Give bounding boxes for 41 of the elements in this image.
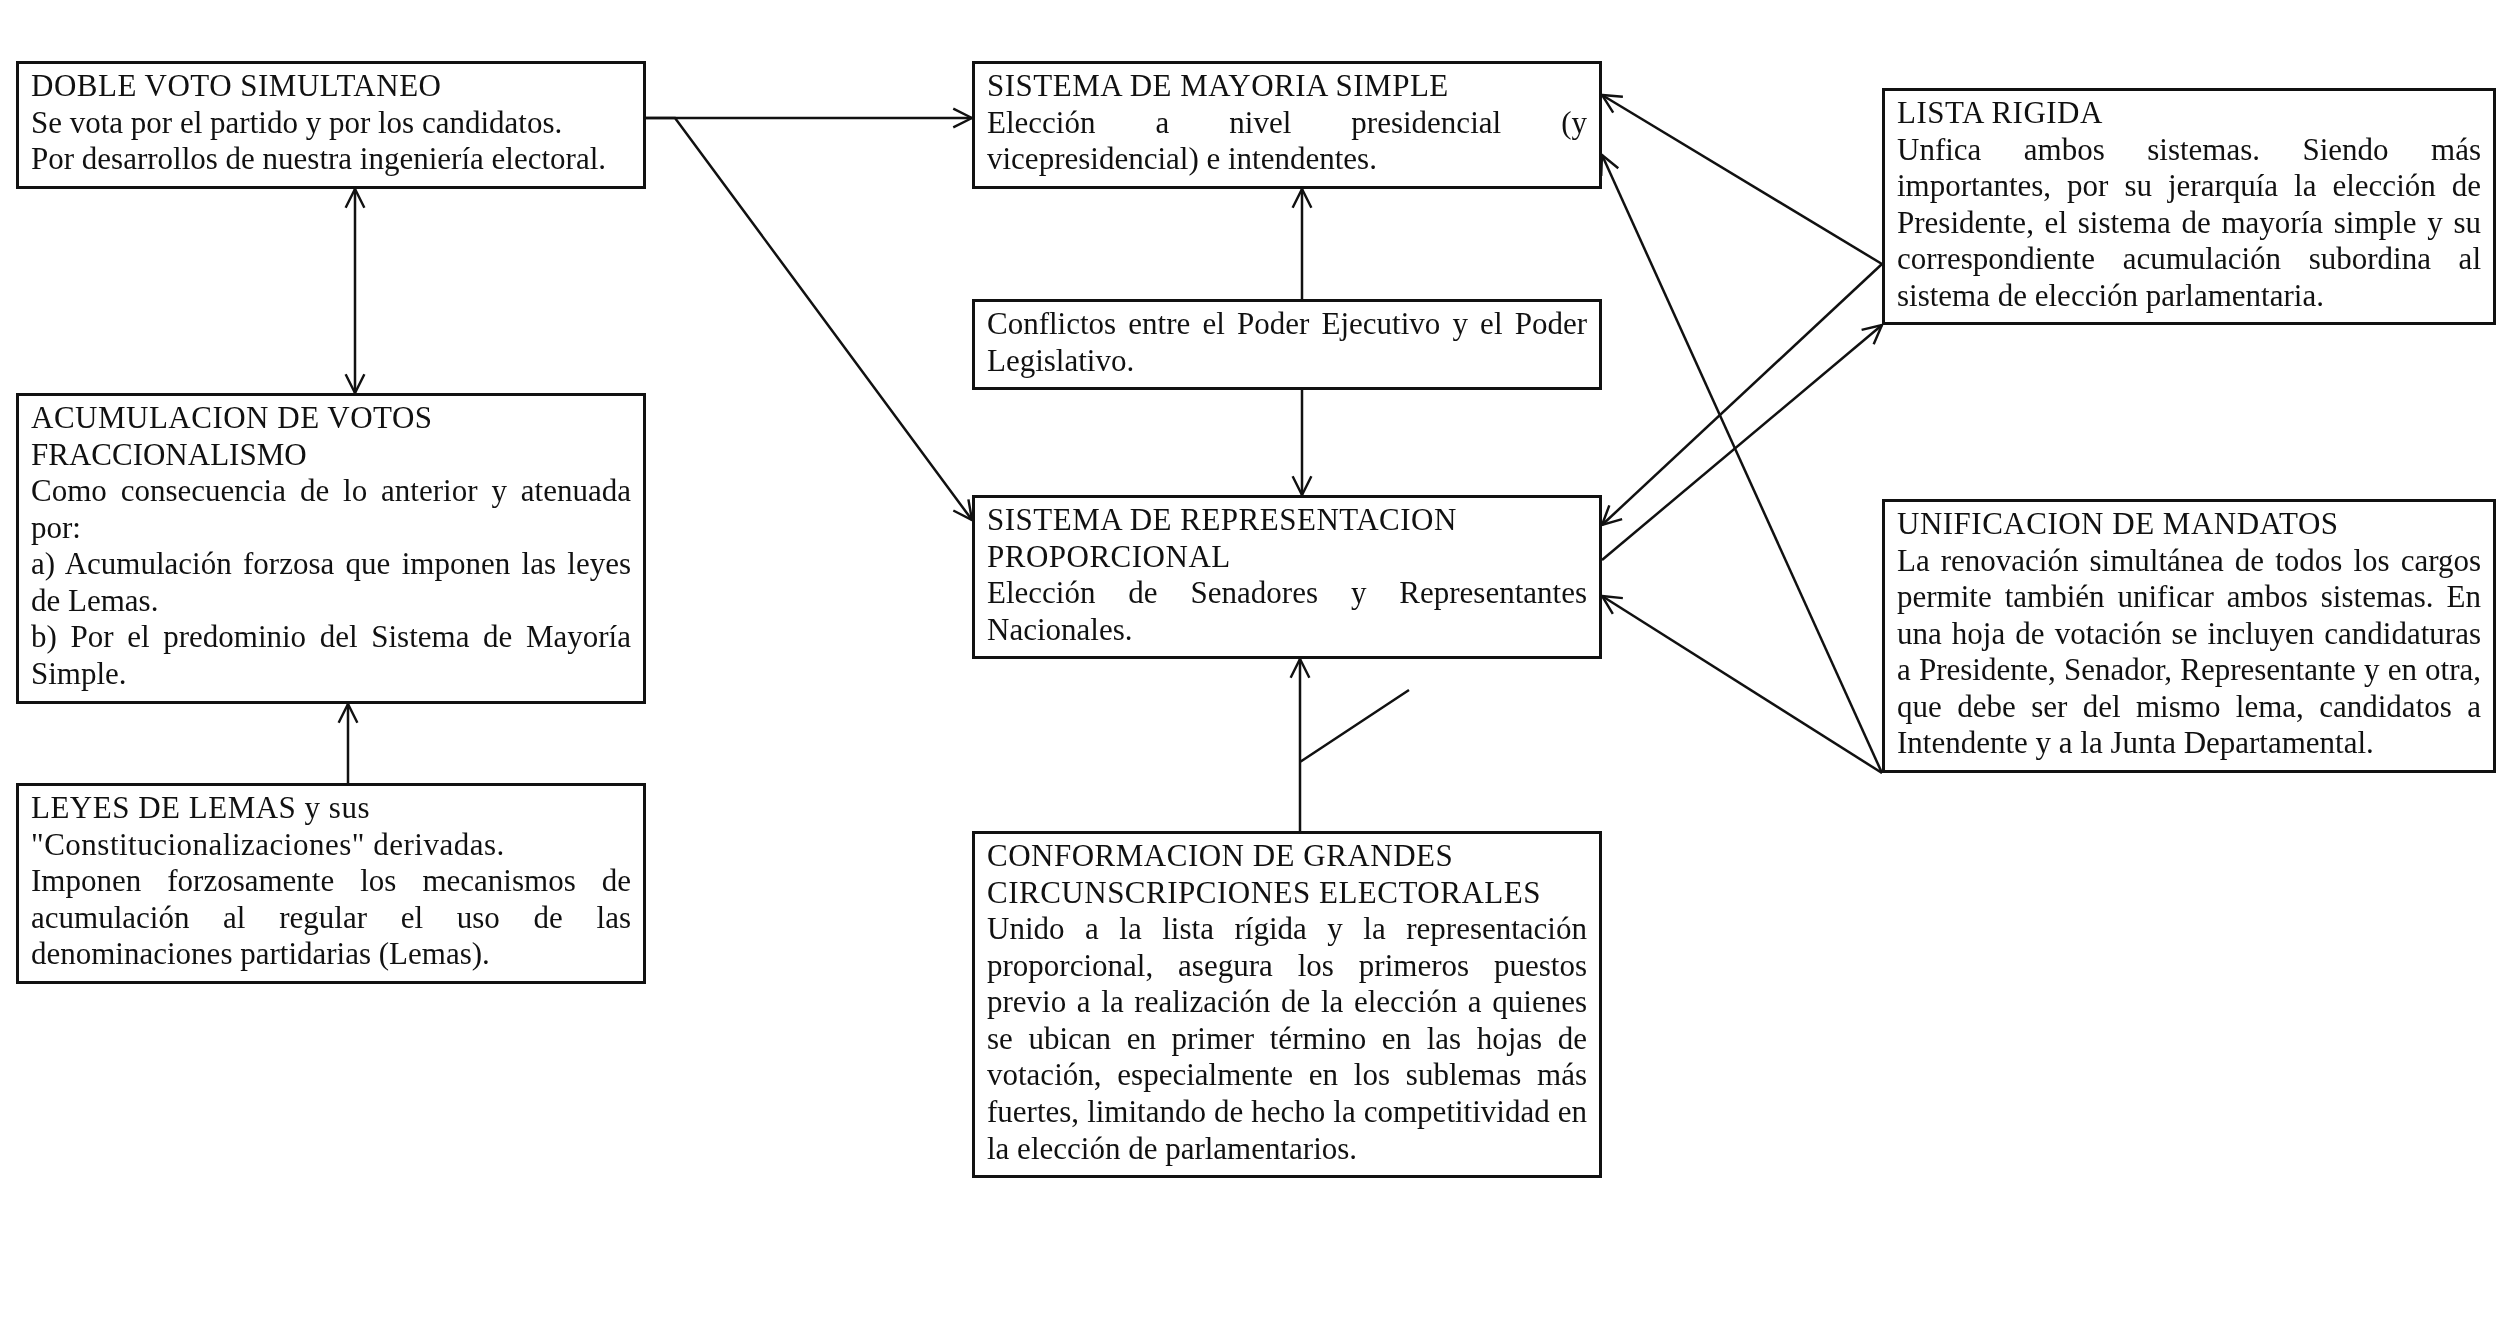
arrow: [1289, 657, 1411, 833]
text-box: [972, 495, 1602, 660]
box-heading: LEYES DE LEMAS y sus "Constitucionalizaciones" derivadas.: [31, 790, 506, 864]
arrow: [1600, 594, 1883, 775]
box-text: Como consecuencia de lo anterior y atenuada por:: [31, 473, 631, 547]
text-box: [16, 61, 646, 189]
text-box: [972, 299, 1602, 391]
text-box: [16, 783, 646, 984]
box-text: Conflictos entre el Poder Ejecutivo y el Poder Legislativo.: [987, 306, 1587, 380]
text-box: [972, 831, 1602, 1179]
box-text: a) Acumulación forzosa que imponen las leyes de Lemas.: [31, 546, 631, 620]
box-heading: CONFORMACION DE GRANDES CIRCUNSCRIPCIONES ELECTORALES: [987, 838, 1542, 912]
box-heading: LISTA RIGIDA: [1897, 95, 2104, 132]
box-heading: UNIFICACION DE MANDATOS: [1897, 506, 2340, 543]
arrow: [1600, 153, 1884, 774]
arrow: [344, 187, 366, 395]
box-text: Unfica ambos sistemas. Siendo más importantes, por su jerarquía la elección de Presidente, el sistema de mayoría simple y su correspondiente acumulación subordina al sistema de elección parlamentaria.: [1897, 131, 2481, 315]
box-heading: SISTEMA DE REPRESENTACION PROPORCIONAL: [987, 502, 1458, 576]
arrow: [1600, 263, 1883, 527]
box-text: Unido a la lista rígida y la representación proporcional, asegura los primeros puestos previo a la realización de la elección a quienes se ubican en primer término en las hojas de votación, especialmente en los sublemas más fuertes, limitando de hecho la competitividad en la elección de parlamentarios.: [987, 911, 1587, 1168]
text-box: [16, 393, 646, 704]
box-text: La renovación simultánea de todos los cargos permite también unificar ambos sistemas. En una hoja de votación se incluyen candidaturas a Presidente, Senador, Representante y en otra, que debe ser del mismo lema, candidatos a Intendente y a la Junta Departamental.: [1897, 542, 2481, 763]
arrow: [646, 116, 974, 522]
arrow: [1291, 187, 1313, 299]
box-text: Se vota por el partido y por los candidatos.: [31, 104, 564, 142]
arrow: [1291, 390, 1313, 497]
box-text: Elección de Senadores y Representantes Nacionales.: [987, 575, 1587, 649]
text-box: [1882, 88, 2496, 326]
arrow: [337, 702, 359, 783]
box-heading: ACUMULACION DE VOTOS: [31, 400, 434, 437]
box-text: Elección a nivel presidencial (y vicepresidencial) e intendentes.: [987, 104, 1587, 178]
box-text: Por desarrollos de nuestra ingeniería electoral.: [31, 141, 607, 178]
box-text: b) Por el predominio del Sistema de Mayoría Simple.: [31, 619, 631, 693]
box-text: FRACCIONALISMO: [31, 436, 308, 474]
text-box: [1882, 499, 2496, 774]
arrow: [1600, 93, 1883, 266]
arrow: [1601, 323, 1884, 561]
box-heading: SISTEMA DE MAYORIA SIMPLE: [987, 68, 1450, 105]
box-text: Imponen forzosamente los mecanismos de acumulación al regular el uso de las denominaciones partidarias (Lemas).: [31, 863, 631, 973]
text-box: [972, 61, 1602, 189]
box-heading: DOBLE VOTO SIMULTANEO: [31, 68, 443, 105]
